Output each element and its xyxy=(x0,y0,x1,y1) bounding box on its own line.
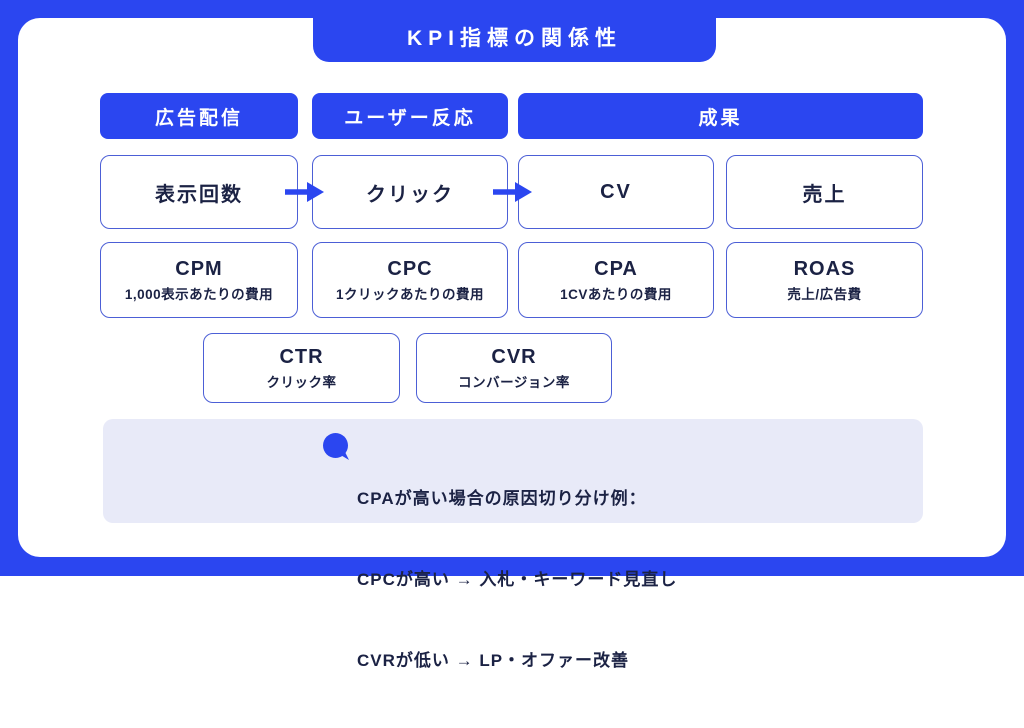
note-line: CVRが低い → LP・オファー改善 xyxy=(357,651,630,670)
metric-subtitle: コンバージョン率 xyxy=(458,375,570,390)
flow-box-clicks: クリック xyxy=(312,155,508,229)
stage-header-user-response: ユーザー反応 xyxy=(312,93,508,139)
flow-label: 売上 xyxy=(802,183,847,206)
flow-arrow-icon xyxy=(493,182,532,202)
stage-header-label: 成果 xyxy=(698,107,743,129)
note-line: CPCが高い → 入札・キーワード見直し xyxy=(357,570,678,589)
flow-label: 表示回数 xyxy=(155,183,243,206)
metric-card-cpm: CPM 1,000表示あたりの費用 xyxy=(100,242,298,318)
flow-box-cv: CV xyxy=(518,155,714,229)
metric-title: CPC xyxy=(387,258,433,280)
note-line: CPAが高い場合の原因切り分け例： xyxy=(357,489,647,508)
metric-subtitle: 1,000表示あたりの費用 xyxy=(124,287,274,302)
flow-label: クリック xyxy=(366,183,454,206)
metric-subtitle: 売上/広告費 xyxy=(787,287,862,302)
metric-title: CPA xyxy=(594,258,638,280)
metric-card-cpa: CPA 1CVあたりの費用 xyxy=(518,242,714,318)
metric-title: CPM xyxy=(175,258,223,280)
metric-card-cvr: CVR コンバージョン率 xyxy=(416,333,612,403)
flow-box-sales: 売上 xyxy=(726,155,923,229)
metric-subtitle: クリック率 xyxy=(266,375,337,390)
stage-header-results: 成果 xyxy=(518,93,923,139)
metric-title: CVR xyxy=(491,346,537,368)
note-text: CPAが高い場合の原因切り分け例： CPCが高い → 入札・キーワード見直し C… xyxy=(357,431,677,728)
page-title-label: KPI指標の関係性 xyxy=(406,27,622,50)
metric-card-cpc: CPC 1クリックあたりの費用 xyxy=(312,242,508,318)
kpi-relationship-diagram: KPI指標の関係性 広告配信 ユーザー反応 成果 表示回数 クリック CV 売上… xyxy=(0,0,1024,670)
metric-title: CTR xyxy=(279,346,324,368)
page-title: KPI指標の関係性 xyxy=(313,0,716,62)
note-box: CPAが高い場合の原因切り分け例： CPCが高い → 入札・キーワード見直し C… xyxy=(103,419,923,670)
metric-card-ctr: CTR クリック率 xyxy=(203,333,400,403)
flow-label: CV xyxy=(600,180,632,203)
metric-subtitle: 1クリックあたりの費用 xyxy=(335,287,484,302)
metric-subtitle: 1CVあたりの費用 xyxy=(560,287,672,302)
flow-box-impressions: 表示回数 xyxy=(100,155,298,229)
stage-header-label: ユーザー反応 xyxy=(344,107,476,129)
flow-arrow-icon xyxy=(285,182,324,202)
speech-bubble-icon xyxy=(323,433,349,460)
stage-header-ad-delivery: 広告配信 xyxy=(100,93,298,139)
stage-header-label: 広告配信 xyxy=(154,107,243,129)
metric-card-roas: ROAS 売上/広告費 xyxy=(726,242,923,318)
metric-title: ROAS xyxy=(793,258,856,280)
